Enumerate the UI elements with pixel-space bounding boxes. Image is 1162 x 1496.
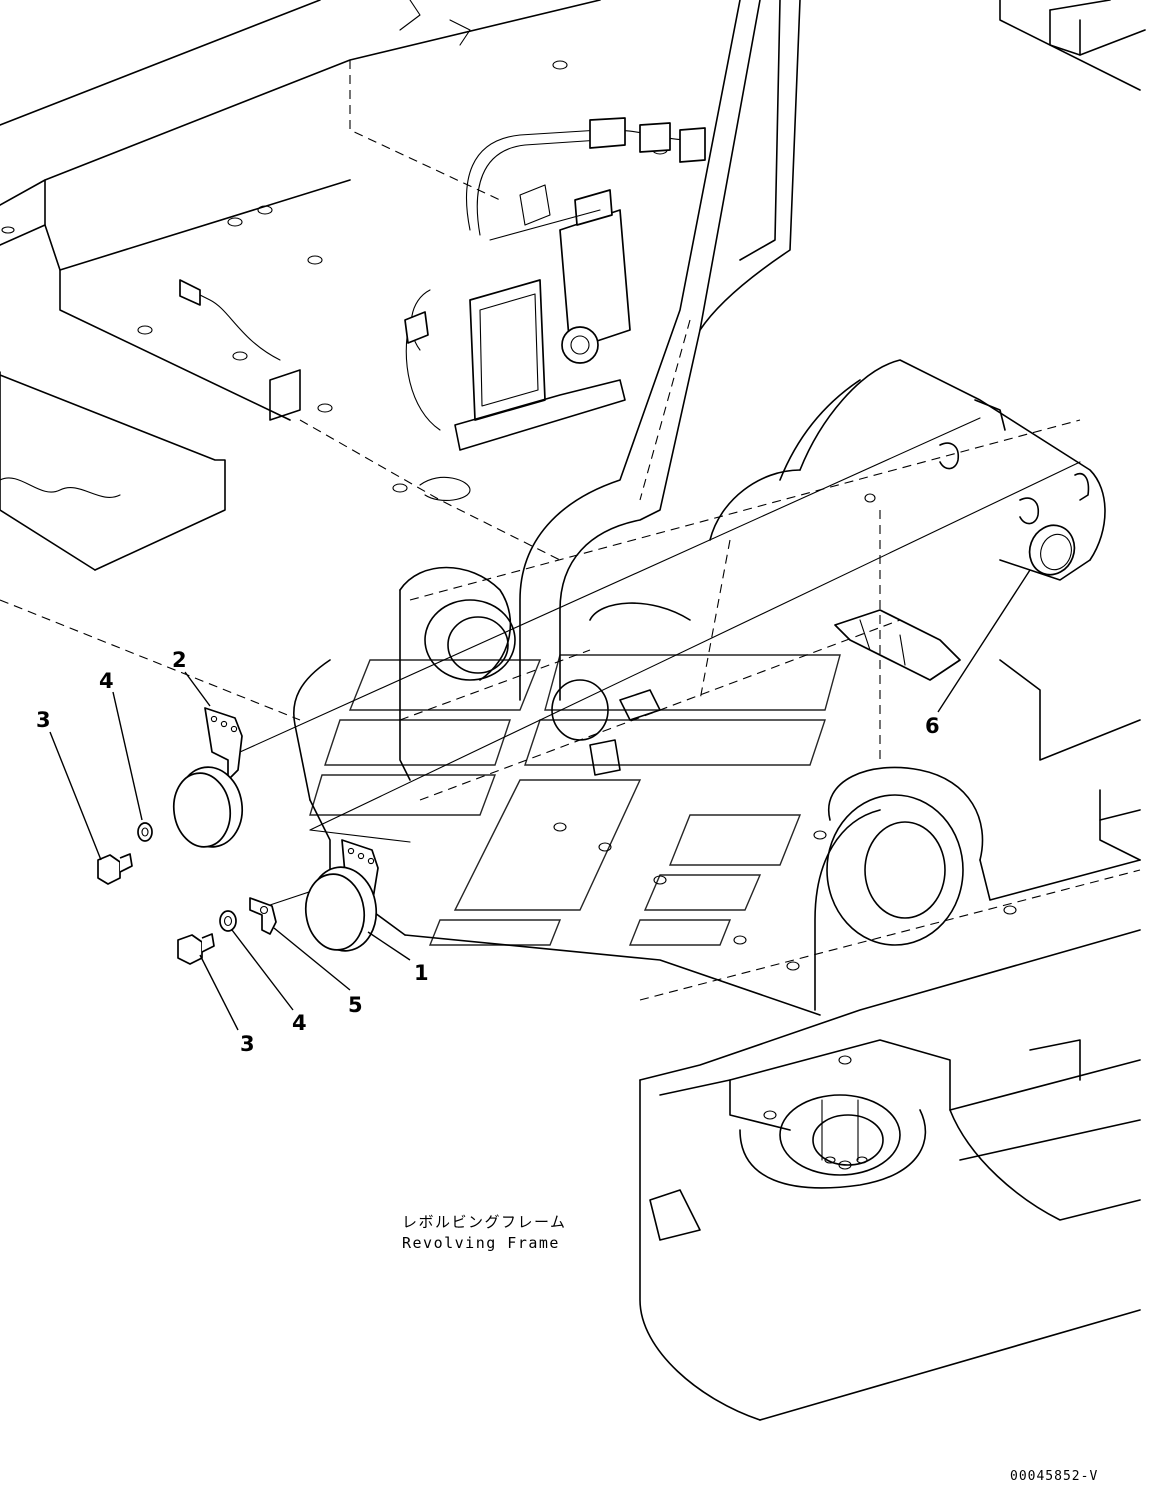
watermark-logo [309,654,841,946]
callout-1: 1 [414,961,429,985]
part-6-grommet [1028,524,1076,576]
part-4-washer-lower [219,910,237,932]
frame-bolt-holes [553,493,1017,1170]
callout-5: 5 [348,993,363,1017]
floor-plate [0,0,668,721]
frame-label-jp: レボルビングフレーム [402,1213,567,1231]
part-1-horn-low [304,839,379,952]
callout-4-upper: 4 [99,669,114,693]
callout-numbers: 2 4 3 6 1 5 4 3 [36,648,940,1056]
drawing-code: 00045852-V [1010,1469,1098,1484]
leader-lines [49,569,1031,1031]
part-4-washer-upper [137,822,153,842]
frame-label: レボルビングフレーム Revolving Frame [402,1213,567,1252]
cab-frame [399,0,1146,701]
callout-2: 2 [172,648,187,672]
callout-4-lower: 4 [292,1011,307,1035]
revolving-frame [293,319,1141,1421]
part-3-bolt-lower [177,933,215,965]
controller-unit [404,117,706,501]
part-3-bolt-upper [97,853,133,885]
callout-3-lower: 3 [240,1032,255,1056]
frame-label-en: Revolving Frame [402,1234,560,1252]
part-2-horn-high [172,707,244,848]
callout-3-upper: 3 [36,708,51,732]
callout-6: 6 [925,714,940,738]
part-5-clip [249,897,277,935]
